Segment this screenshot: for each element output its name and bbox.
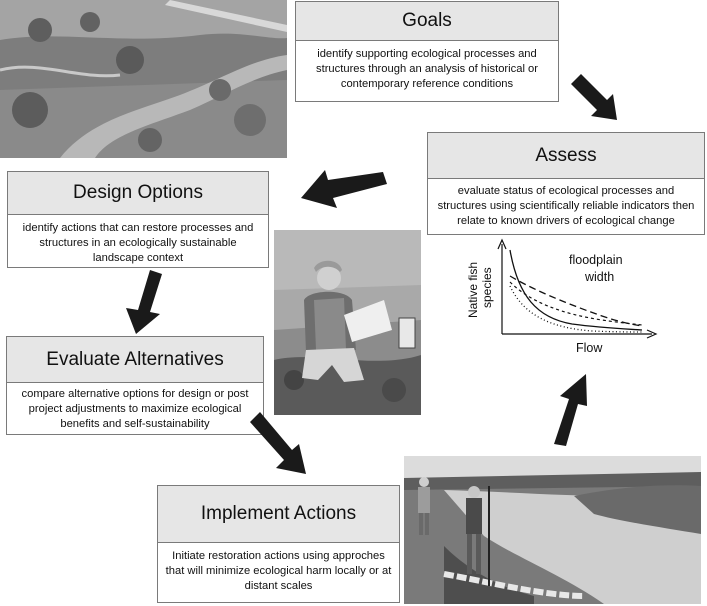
evaluate-alternatives-description: compare alternative options for design o… bbox=[21, 388, 249, 430]
goals-description: identify supporting ecological processes… bbox=[316, 48, 538, 90]
aerial-river-landscape-photo bbox=[0, 0, 287, 158]
design-options-title: Design Options bbox=[8, 172, 268, 215]
arrow-implement-to-assess-icon bbox=[554, 374, 587, 446]
design-options-description: identify actions that can restore proces… bbox=[22, 222, 254, 264]
curve-solid bbox=[509, 249, 643, 331]
chart-x-label: Flow bbox=[576, 341, 603, 355]
goals-title: Goals bbox=[296, 2, 558, 41]
chart-annotation-line1: floodplain bbox=[569, 253, 623, 267]
chart-y-label-line1: Native fish bbox=[466, 262, 480, 318]
implement-actions-title: Implement Actions bbox=[158, 486, 399, 543]
arrow-goals-to-assess-icon bbox=[571, 74, 617, 120]
evaluate-alternatives-title: Evaluate Alternatives bbox=[7, 337, 263, 383]
evaluate-alternatives-box: Evaluate Alternatives compare alternativ… bbox=[6, 336, 264, 435]
assess-box: Assess evaluate status of ecological pro… bbox=[427, 132, 705, 235]
curve-short-dash bbox=[509, 281, 643, 326]
implement-actions-box: Implement Actions Initiate restoration a… bbox=[157, 485, 400, 603]
assess-title: Assess bbox=[428, 133, 704, 179]
implement-actions-description: Initiate restoration actions using appro… bbox=[165, 550, 392, 592]
arrow-design-to-evaluate-icon bbox=[126, 270, 162, 334]
chart-annotation-line2: width bbox=[584, 270, 614, 284]
researcher-with-clipboard-photo bbox=[274, 230, 421, 415]
assess-description: evaluate status of ecological processes … bbox=[437, 185, 695, 227]
chart-y-label-line2: species bbox=[480, 267, 494, 308]
goals-box: Goals identify supporting ecological pro… bbox=[295, 1, 559, 102]
arrow-assess-to-design-icon bbox=[301, 170, 387, 208]
fish-flow-inset-chart: Native fish species Flow floodplain widt… bbox=[452, 236, 664, 358]
arrow-evaluate-to-implement-icon bbox=[250, 412, 306, 474]
design-options-box: Design Options identify actions that can… bbox=[7, 171, 269, 268]
restored-channel-site-photo bbox=[404, 456, 701, 604]
